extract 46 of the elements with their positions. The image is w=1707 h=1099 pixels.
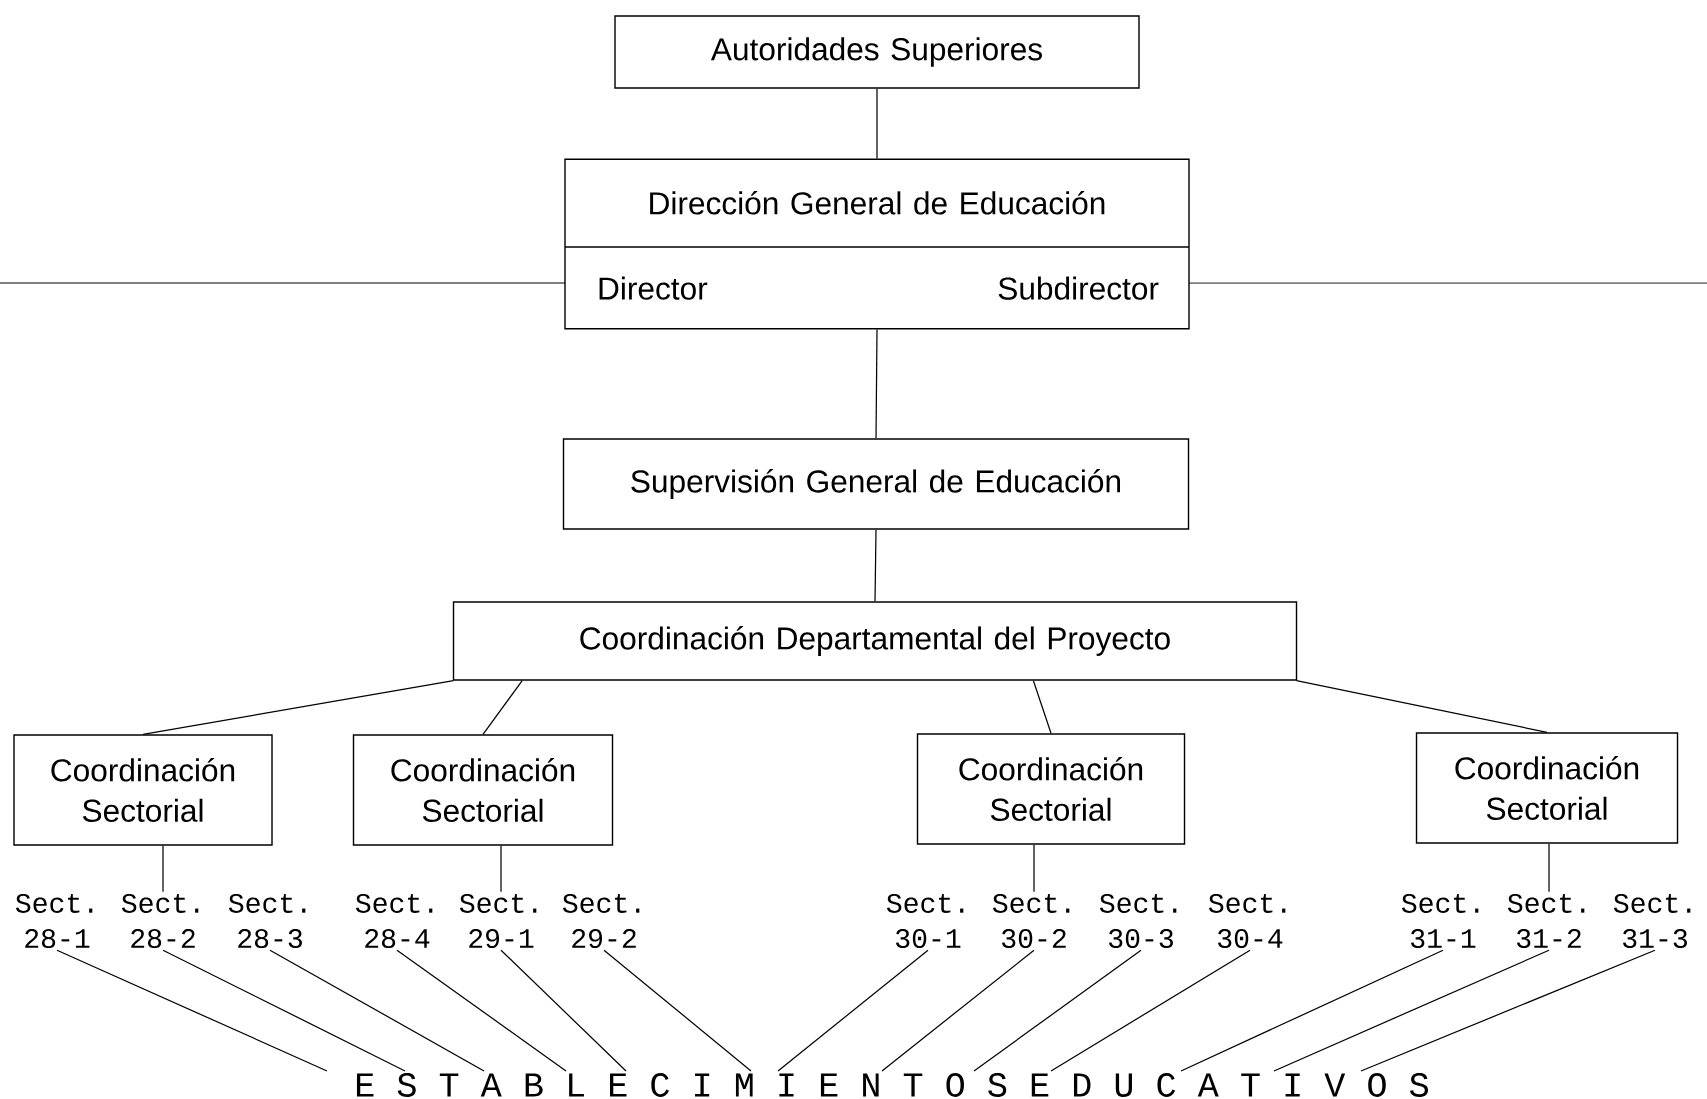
section-label: Sect. 28-2 bbox=[121, 893, 199, 949]
connector-line bbox=[162, 845, 164, 893]
connector-line bbox=[881, 949, 1035, 1072]
org-box: Coordinación Departamental del Proyecto bbox=[452, 601, 1298, 681]
connector-line bbox=[875, 328, 878, 439]
section-label: Sect. 29-2 bbox=[562, 893, 640, 949]
org-box: Autoridades Superiores bbox=[614, 15, 1140, 89]
connector-line bbox=[874, 529, 877, 602]
connector-line bbox=[500, 949, 627, 1072]
connector-line bbox=[1050, 949, 1251, 1072]
connector-line bbox=[1273, 949, 1550, 1072]
org-box: Dirección General de Educación Director Subdirector bbox=[564, 158, 1190, 330]
section-label: Sect. 28-1 bbox=[15, 893, 93, 949]
org-box: Coordinación Sectorial bbox=[916, 733, 1186, 845]
section-label: Sect. 31-1 bbox=[1401, 893, 1479, 949]
section-label: Sect. 28-3 bbox=[228, 893, 306, 949]
org-box: Coordinación Sectorial bbox=[352, 734, 614, 846]
connector-line bbox=[56, 949, 328, 1072]
org-box: Supervisión General de Educación bbox=[562, 438, 1190, 530]
connector-line bbox=[482, 680, 523, 735]
connector-line bbox=[162, 949, 406, 1072]
connector-line bbox=[603, 949, 752, 1072]
connector-line bbox=[1180, 949, 1444, 1072]
connector-line bbox=[396, 949, 567, 1072]
section-label: Sect. 30-2 bbox=[992, 893, 1070, 949]
section-label: Sect. 31-3 bbox=[1613, 893, 1691, 949]
connector-line bbox=[1295, 680, 1548, 733]
connector-line bbox=[500, 845, 502, 893]
connector-line bbox=[269, 949, 485, 1072]
org-box: Coordinación Sectorial bbox=[1415, 732, 1679, 844]
connector-line bbox=[142, 680, 455, 735]
connector-line bbox=[1033, 844, 1035, 893]
org-box: Coordinación Sectorial bbox=[13, 734, 273, 846]
section-label: Sect. 29-1 bbox=[459, 893, 537, 949]
section-label: Sect. 30-1 bbox=[886, 893, 964, 949]
connector-line bbox=[777, 949, 929, 1072]
connector-line bbox=[876, 88, 878, 160]
section-label: Sect. 30-4 bbox=[1208, 893, 1286, 949]
section-label: Sect. 30-3 bbox=[1099, 893, 1177, 949]
connector-line bbox=[1032, 680, 1052, 734]
section-label: Sect. 31-2 bbox=[1507, 893, 1585, 949]
institutions-label: E S T A B L E C I M I E N T O S E D U C A T I V O S bbox=[356, 1073, 1428, 1097]
connector-line bbox=[1548, 843, 1550, 893]
connector-line bbox=[1360, 949, 1656, 1072]
connector-line bbox=[973, 949, 1142, 1072]
section-label: Sect. 28-4 bbox=[355, 893, 433, 949]
